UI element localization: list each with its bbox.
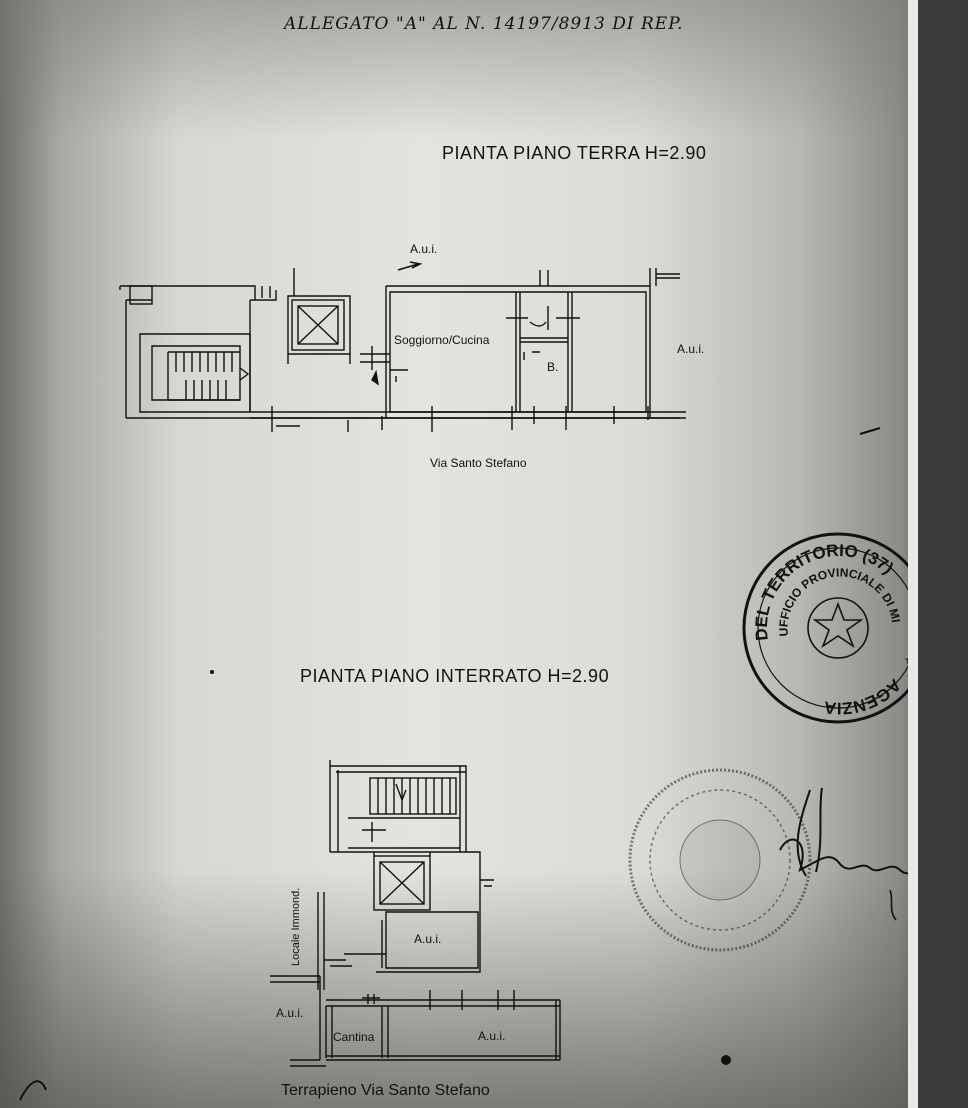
basement-plan — [270, 760, 561, 1067]
staircase-icon — [167, 351, 250, 401]
cellar-label: Cantina — [333, 1030, 375, 1044]
signature — [779, 787, 941, 921]
scan-shadow-top — [0, 0, 940, 140]
ground-floor-title: PIANTA PIANO TERRA H=2.90 — [442, 143, 707, 163]
scan-shadow-bottom — [0, 868, 940, 1108]
basement-aui-center-label: A.u.i. — [414, 932, 442, 946]
scan-background-edge — [908, 0, 968, 1108]
floor-plans-drawing — [119, 268, 686, 1067]
handwritten-annotation: ALLEGATO "A" AL N. 14197/8913 DI REP. — [284, 14, 684, 34]
margin-marks — [19, 261, 881, 1101]
notary-seal — [628, 768, 812, 952]
street-label: Via Santo Stefano — [430, 456, 527, 470]
basement-elevator-icon — [373, 855, 431, 911]
scanned-sheet: ALLEGATO "A" AL N. 14197/8913 DI REP. PI… — [0, 0, 941, 1108]
ground-corner-pillar — [129, 285, 153, 305]
basement-staircase-icon — [369, 777, 457, 815]
agency-stamp: DEL TERRITORIO (37) UFFICIO PROVINCIALE … — [738, 528, 934, 724]
basement-aui-left-label: A.u.i. — [276, 1006, 304, 1020]
door-swing-icon — [371, 369, 379, 386]
embankment-label: Terrapieno Via Santo Stefano — [281, 1082, 490, 1099]
ground-aui-top-label: A.u.i. — [410, 242, 438, 256]
bathroom-label: B. — [547, 360, 559, 374]
basement-title: PIANTA PIANO INTERRATO H=2.90 — [300, 666, 610, 686]
basement-aui-bottom-label: A.u.i. — [478, 1029, 506, 1043]
living-kitchen-label: Soggiorno/Cucina — [394, 333, 490, 347]
star-icon — [812, 601, 864, 649]
ground-floor-plan — [119, 268, 686, 432]
elevator-shaft-icon — [291, 299, 345, 351]
ground-aui-right-label: A.u.i. — [677, 342, 705, 356]
